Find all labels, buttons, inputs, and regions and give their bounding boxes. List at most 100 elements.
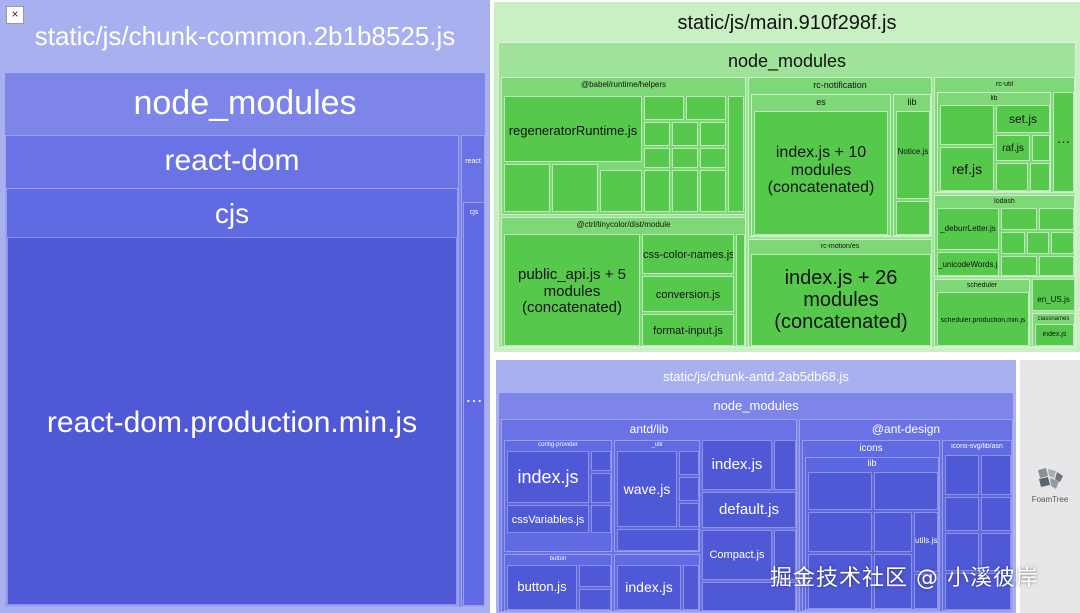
icons-svg-small-file-6[interactable]: [981, 533, 1011, 571]
rc-util-lib-folder[interactable]: lib set.js raf.js ref.js: [937, 92, 1051, 192]
rc-notification-lib-folder[interactable]: lib Notice.js: [893, 94, 931, 236]
close-icon[interactable]: ×: [6, 6, 24, 24]
antd-small-file-2[interactable]: [774, 530, 796, 580]
babel-small-file-3[interactable]: [644, 122, 670, 146]
format-input-file[interactable]: format-input.js: [642, 314, 734, 346]
rc-util-folder[interactable]: rc-util lib set.js raf.js ref.js …: [934, 77, 1075, 193]
antd-small-file-1[interactable]: [774, 440, 796, 490]
icons-small-file-2[interactable]: [874, 472, 938, 510]
wave-file[interactable]: wave.js: [617, 451, 677, 527]
config-provider-folder[interactable]: config-provider index.js cssVariables.js: [504, 440, 612, 552]
css-variables-file[interactable]: cssVariables.js: [507, 505, 589, 533]
chunk-antd-block[interactable]: static/js/chunk-antd.2ab5db68.js node_mo…: [496, 360, 1016, 613]
icons-svg-small-file-4[interactable]: [981, 497, 1011, 531]
util-small-file-4[interactable]: [617, 529, 699, 551]
babel-small-file-8[interactable]: [700, 148, 726, 168]
icons-small-file-7[interactable]: [914, 574, 938, 609]
tinycolor-small-file[interactable]: [736, 234, 745, 346]
lodash-small-file-7[interactable]: [1039, 256, 1074, 276]
tinycolor-folder[interactable]: @ctrl/tinycolor/dist/module public_api.j…: [501, 217, 746, 347]
cjs-folder[interactable]: cjs react-dom.production.min.js: [6, 188, 458, 606]
set-file[interactable]: set.js: [996, 105, 1050, 133]
lodash-small-file-4[interactable]: [1027, 232, 1049, 254]
rc-util-small-file-2[interactable]: [1032, 135, 1050, 161]
babel-small-file-2[interactable]: [686, 96, 726, 120]
index-26-modules-file[interactable]: index.js + 26 modules (concatenated): [751, 254, 931, 346]
antd-sub-index-file[interactable]: index.js: [617, 565, 681, 610]
button-small-file-2[interactable]: [579, 589, 611, 610]
compact-file[interactable]: Compact.js: [702, 530, 772, 580]
babel-small-file-12[interactable]: [644, 170, 670, 212]
button-file[interactable]: button.js: [507, 565, 577, 610]
antd-small-file-3[interactable]: [702, 582, 796, 611]
icons-svg-small-file-5[interactable]: [945, 533, 979, 571]
util-small-file-3[interactable]: [679, 503, 699, 527]
lodash-small-file-3[interactable]: [1001, 232, 1025, 254]
icons-small-file-3[interactable]: [808, 512, 872, 552]
config-small-file-1[interactable]: [591, 451, 611, 471]
regenerator-runtime-file[interactable]: regeneratorRuntime.js: [504, 96, 642, 162]
button-small-file-1[interactable]: [579, 565, 611, 587]
babel-small-file-1[interactable]: [644, 96, 684, 120]
babel-small-file-11[interactable]: [600, 170, 642, 212]
rc-util-more[interactable]: …: [1053, 92, 1074, 192]
lodash-small-file-2[interactable]: [1039, 208, 1074, 230]
rc-notification-folder[interactable]: rc-notification es index.js + 10 modules…: [748, 77, 932, 237]
react-cjs-folder[interactable]: cjs …: [463, 202, 484, 606]
babel-small-file-4[interactable]: [672, 122, 698, 146]
react-dom-folder[interactable]: react-dom cjs react-dom.production.min.j…: [5, 135, 459, 607]
ref-file[interactable]: ref.js: [940, 147, 994, 191]
antd-index-file[interactable]: index.js: [702, 440, 772, 490]
icons-folder[interactable]: icons lib utils.js: [802, 440, 940, 611]
deburr-file[interactable]: _deburrLetter.js: [937, 208, 999, 250]
classnames-folder[interactable]: classnames index.js: [1032, 313, 1075, 347]
lodash-small-file-5[interactable]: [1051, 232, 1074, 254]
classnames-index-file[interactable]: index.js: [1035, 324, 1074, 346]
antd-lib-folder[interactable]: antd/lib config-provider index.js cssVar…: [501, 419, 797, 612]
utils-file[interactable]: utils.js: [914, 512, 938, 572]
antd-sub-small-file[interactable]: [683, 565, 699, 610]
icons-svg-folder[interactable]: icons-svg/lib/asn: [942, 440, 1012, 611]
babel-small-file-14[interactable]: [700, 170, 726, 212]
main-node-modules[interactable]: node_modules @babel/runtime/helpers rege…: [498, 42, 1076, 348]
notice-small-file[interactable]: [896, 201, 930, 235]
css-color-names-file[interactable]: css-color-names.js: [642, 234, 734, 274]
index-10-modules-file[interactable]: index.js + 10 modules (concatenated): [754, 111, 888, 235]
icons-small-file-5[interactable]: [808, 554, 872, 609]
react-dom-production-file[interactable]: react-dom.production.min.js: [7, 237, 457, 605]
public-api-file[interactable]: public_api.js + 5 modules (concatenated): [504, 234, 640, 346]
rc-util-small-file-1[interactable]: [940, 105, 994, 145]
common-node-modules[interactable]: node_modules react-dom cjs react-dom.pro…: [4, 72, 486, 608]
config-small-file-3[interactable]: [591, 505, 611, 533]
icons-small-file-6[interactable]: [874, 554, 912, 609]
main-block[interactable]: static/js/main.910f298f.js node_modules …: [494, 2, 1080, 352]
rc-util-small-file-4[interactable]: [1030, 163, 1050, 191]
lodash-small-file-1[interactable]: [1001, 208, 1037, 230]
lodash-small-file-6[interactable]: [1001, 256, 1037, 276]
babel-small-file-6[interactable]: [644, 148, 670, 168]
babel-helpers-folder[interactable]: @babel/runtime/helpers regeneratorRuntim…: [501, 77, 746, 215]
lodash-folder[interactable]: lodash _deburrLetter.js _unicodeWords.js: [934, 195, 1075, 277]
babel-small-file-13[interactable]: [672, 170, 698, 212]
default-file[interactable]: default.js: [702, 492, 796, 528]
babel-small-file-9[interactable]: [504, 164, 550, 212]
scheduler-folder[interactable]: scheduler scheduler.production.min.js: [934, 279, 1030, 347]
util-small-file-2[interactable]: [679, 477, 699, 501]
icons-svg-small-file-2[interactable]: [981, 455, 1011, 495]
conversion-file[interactable]: conversion.js: [642, 276, 734, 312]
util-small-file-1[interactable]: [679, 451, 699, 475]
babel-small-file-15[interactable]: [728, 96, 744, 212]
scheduler-production-file[interactable]: scheduler.production.min.js: [937, 292, 1029, 346]
rc-notification-es-folder[interactable]: es index.js + 10 modules (concatenated): [751, 94, 891, 236]
rc-util-small-file-3[interactable]: [996, 163, 1028, 191]
babel-small-file-10[interactable]: [552, 164, 598, 212]
ant-design-folder[interactable]: @ant-design icons lib utils.js: [799, 419, 1013, 612]
react-folder[interactable]: react cjs …: [461, 135, 485, 607]
util-folder[interactable]: _util wave.js: [614, 440, 700, 552]
icons-svg-small-file-3[interactable]: [945, 497, 979, 531]
icons-small-file-4[interactable]: [874, 512, 912, 552]
icons-small-file-1[interactable]: [808, 472, 872, 510]
antd-sub-folder[interactable]: index.js: [614, 554, 700, 611]
babel-small-file-5[interactable]: [700, 122, 726, 146]
config-index-file[interactable]: index.js: [507, 451, 589, 503]
